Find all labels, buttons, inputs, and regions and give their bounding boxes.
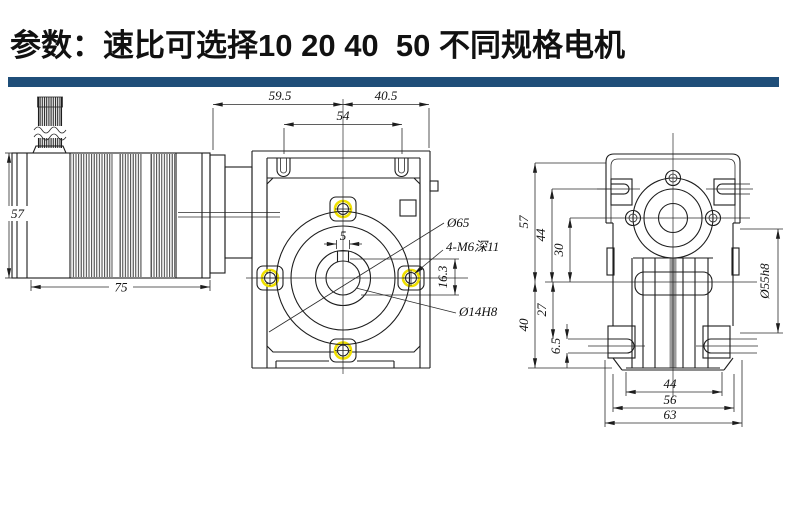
cable-cut-end	[37, 96, 63, 108]
motor-adapter	[178, 154, 280, 274]
motor-cooling-fins	[71, 154, 175, 277]
dim-fv-bottom-56: 56	[664, 392, 678, 407]
callout-4-m6: 4-M6深11	[446, 239, 499, 254]
housing-detail-block	[399, 199, 417, 217]
front-view-centerlines	[545, 133, 757, 397]
output-flange-circles	[246, 99, 468, 374]
dim-fv-30: 30	[551, 243, 566, 258]
motor-body	[11, 152, 211, 279]
title-underline-bar	[8, 77, 779, 87]
dim-fv-27: 27	[534, 303, 549, 317]
dim-fv-bottom-63: 63	[664, 407, 678, 422]
dim-59-5: 59.5	[269, 88, 292, 103]
lower-tab-right	[702, 325, 731, 359]
dim-54: 54	[337, 108, 351, 123]
dim-16-3: 16.3	[435, 265, 450, 288]
top-screw-boss-left	[276, 158, 291, 178]
dim-fv-40: 40	[516, 318, 531, 332]
lower-tabs	[568, 325, 758, 359]
callout-dia-14h8: Ø14H8	[458, 304, 498, 319]
output-face-plate	[266, 177, 421, 353]
dim-motor-height-57: 57	[11, 206, 25, 221]
motor-cable	[32, 96, 67, 154]
dim-40-5: 40.5	[375, 88, 398, 103]
page-title: 参数：速比可选择10 20 40 50 不同规格电机	[10, 28, 625, 63]
upper-tabs	[597, 178, 753, 206]
dim-fv-6-5: 6.5	[548, 337, 563, 354]
cable-bundle	[38, 97, 62, 148]
rib-collar-band	[634, 271, 713, 296]
callout-dia-65: Ø65	[446, 215, 470, 230]
dim-keyway-5: 5	[340, 228, 347, 243]
front-view-dimensions: 57 44 30 40 27 6.5	[516, 162, 783, 427]
wall-lug-right	[731, 247, 740, 276]
dim-fv-44: 44	[533, 228, 548, 242]
upper-tab-right	[713, 178, 736, 206]
cable-break-symbol	[33, 126, 67, 134]
wall-lug-left	[606, 247, 615, 276]
front-view-gearbox: 57 44 30 40 27 6.5	[516, 133, 783, 427]
leader-flange-circle	[268, 222, 445, 333]
lower-tab-left	[607, 325, 636, 359]
top-screw-boss-right	[394, 158, 409, 178]
side-view-motor-gearbox: 59.5 40.5 54 57 75	[5, 88, 499, 374]
dim-fv-bottom-44: 44	[664, 376, 678, 391]
upper-tab-left	[610, 178, 633, 206]
dim-75: 75	[115, 280, 129, 295]
mounting-ears	[256, 196, 425, 363]
gearbox-housing-side	[251, 150, 439, 369]
leader-output-bore	[355, 287, 457, 314]
dim-fv-dia-55h8: Ø55h8	[757, 263, 772, 300]
housing-edge-lug	[429, 180, 439, 192]
dim-fv-57: 57	[516, 215, 531, 229]
side-view-dimensions: 59.5 40.5 54 57 75	[5, 88, 499, 333]
leader-mount-holes	[413, 249, 444, 275]
